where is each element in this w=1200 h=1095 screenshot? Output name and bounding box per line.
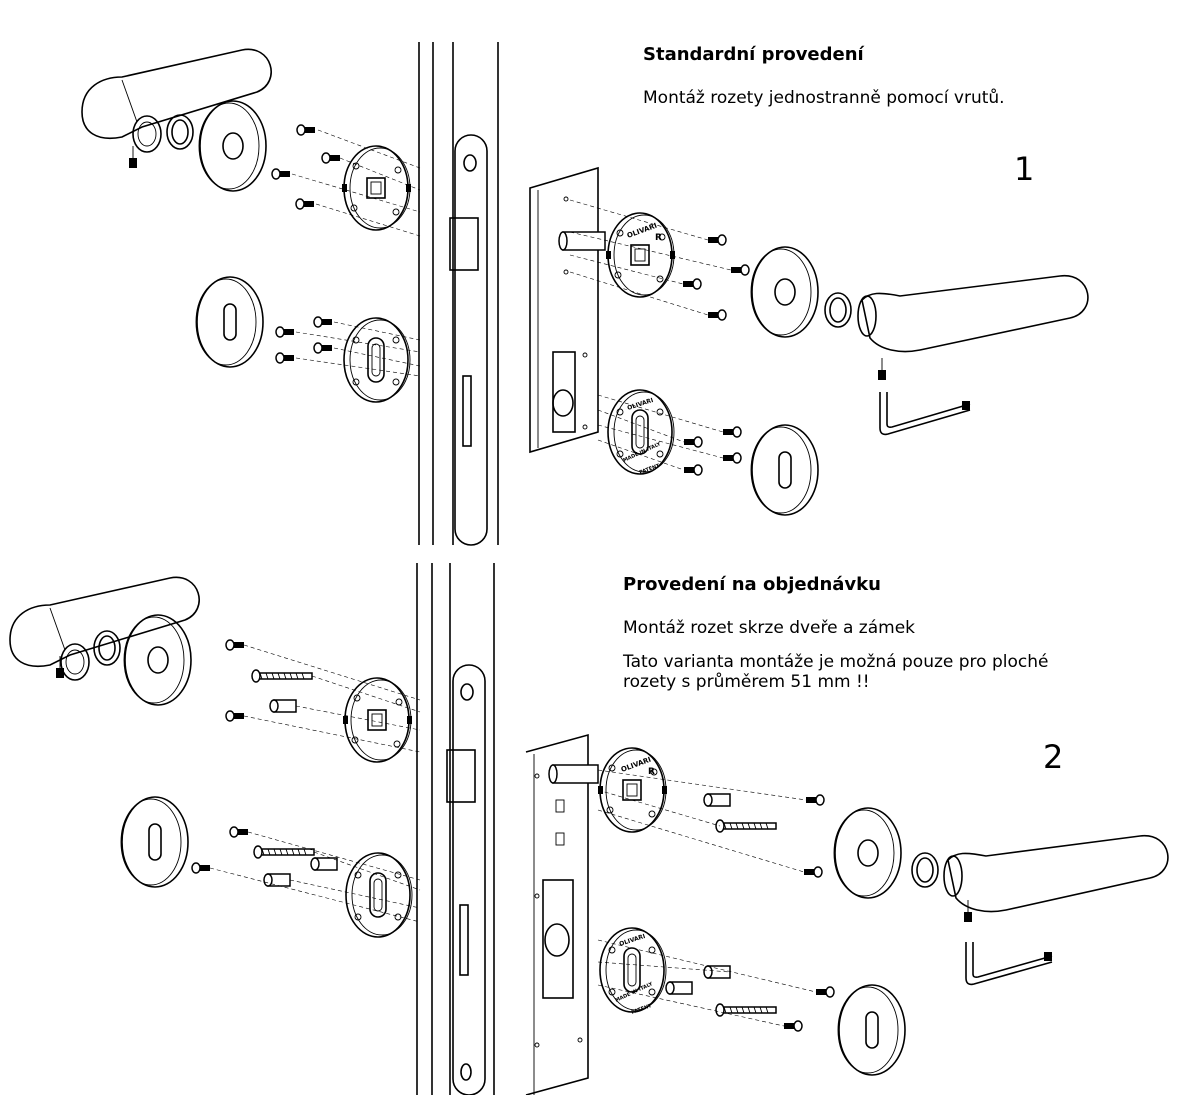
bolts-key-left-2	[191, 826, 421, 923]
svg-text:PATENT: PATENT	[631, 1003, 653, 1016]
base-plate-right-2	[597, 747, 668, 833]
section2-description: Montáž rozet skrze dveře a zámek	[623, 618, 916, 638]
lock-plate-right-2	[525, 733, 589, 1095]
svg-text:R: R	[648, 767, 655, 777]
escutcheon-left-1	[195, 276, 264, 368]
escutcheon-left-2	[120, 796, 189, 888]
spindle-sleeve-right-1	[558, 231, 606, 251]
svg-text:MADE IN ITALY: MADE IN ITALY	[614, 981, 654, 1004]
washer-right-1	[824, 292, 852, 328]
base-plate-key-left-1	[343, 317, 411, 403]
section1-description: Montáž rozety jednostranně pomocí vrutů.	[643, 88, 1005, 108]
section2-title: Provedení na objednávku	[623, 574, 881, 595]
section1-number: 1	[1014, 150, 1035, 188]
allen-key-1	[879, 392, 971, 436]
base-plate-key-left-2	[345, 852, 413, 938]
base-plate-left-2	[342, 677, 413, 763]
screws-key-left-1	[275, 316, 421, 377]
washer-left-2	[93, 630, 121, 666]
section2-note-line2: rozety s průměrem 51 mm !!	[623, 672, 870, 692]
engraving-2: OLIVARI R	[620, 756, 655, 777]
spindle-sleeve-right-2	[548, 764, 599, 784]
section2-note-line1: Tato varianta montáže je možná pouze pro…	[623, 652, 1049, 672]
bolts-right-2	[597, 769, 825, 878]
svg-text:R: R	[655, 233, 662, 243]
washer-right-2	[911, 852, 939, 888]
screws-key-right-1	[597, 394, 742, 476]
screws-left-1	[271, 124, 421, 237]
svg-text:OLIVARI: OLIVARI	[618, 933, 646, 948]
rose-right-2	[833, 807, 902, 899]
bolts-left-2	[225, 639, 421, 753]
engraving-1: OLIVARI R	[626, 222, 662, 243]
rose-right-1	[750, 246, 819, 338]
escutcheon-right-2	[837, 984, 906, 1076]
door-edge-2	[416, 563, 495, 1095]
base-plate-left-1	[341, 145, 412, 231]
svg-text:PATENT: PATENT	[639, 463, 661, 476]
washer-left-1	[166, 114, 194, 150]
section1-title: Standardní provedení	[643, 44, 864, 65]
bolts-key-right-2	[597, 939, 835, 1032]
lever-handle-right-2	[943, 835, 1169, 923]
escutcheon-right-1	[750, 424, 819, 516]
door-edge-1	[418, 42, 499, 546]
lever-handle-right-1	[857, 275, 1089, 381]
allen-key-2	[965, 942, 1053, 986]
section2-number: 2	[1043, 738, 1064, 776]
base-plate-right-1	[605, 212, 676, 298]
svg-text:MADE IN ITALY: MADE IN ITALY	[622, 441, 662, 464]
rose-left-1	[198, 100, 267, 192]
screws-right-1	[569, 199, 750, 321]
lock-plate-right-1	[529, 166, 599, 454]
